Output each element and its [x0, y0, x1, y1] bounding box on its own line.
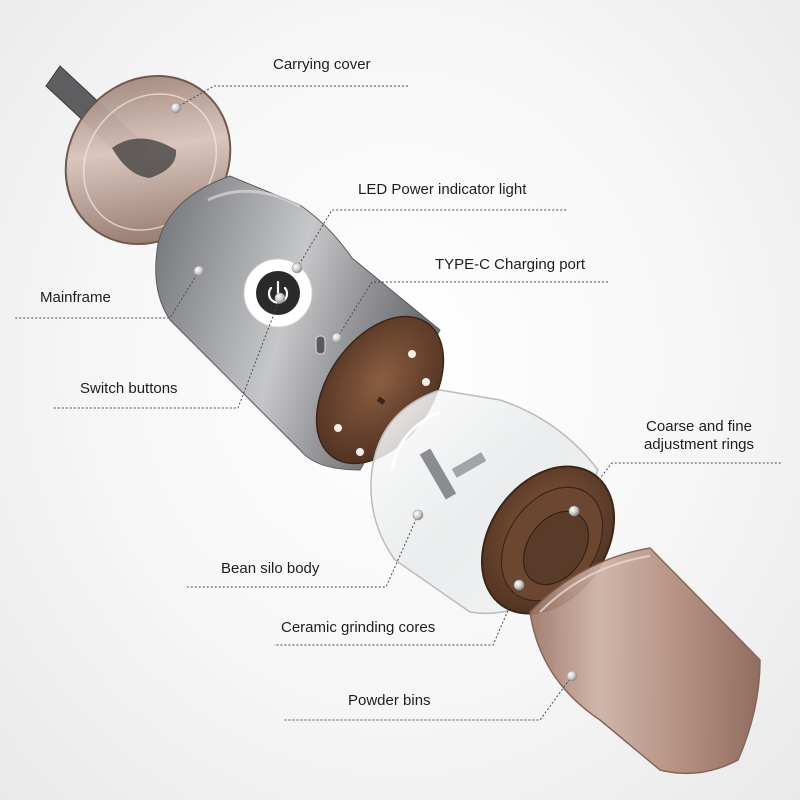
- label-carrying-cover: Carrying cover: [273, 56, 371, 73]
- leader-carrying-cover: [175, 85, 408, 109]
- label-switch-buttons: Switch buttons: [80, 380, 178, 397]
- label-typec-port: TYPE-C Charging port: [435, 256, 586, 273]
- marker-powder-bins: [566, 670, 578, 682]
- label-mainframe: Mainframe: [40, 289, 111, 306]
- marker-bean-silo: [412, 509, 424, 521]
- marker-adjustment-rings: [568, 505, 580, 517]
- leader-powder-bins: [284, 675, 573, 721]
- leader-led-indicator: [296, 209, 568, 269]
- label-powder-bins: Powder bins: [348, 692, 431, 709]
- marker-switch-buttons: [274, 292, 286, 304]
- leader-switch-buttons: [52, 297, 281, 409]
- label-led-indicator: LED Power indicator light: [358, 181, 527, 198]
- marker-mainframe: [193, 265, 205, 277]
- usb-c-port-icon: [315, 335, 326, 355]
- marker-typec-port: [331, 332, 343, 344]
- leader-ceramic-cores: [274, 584, 520, 646]
- marker-led-indicator: [291, 262, 303, 274]
- label-bean-silo-body: Bean silo body: [221, 560, 320, 577]
- label-adjustment-rings: Coarse and fine adjustment rings: [643, 418, 755, 453]
- marker-ceramic-cores: [513, 579, 525, 591]
- powder-bin: [529, 547, 761, 775]
- leader-lines: [14, 85, 782, 721]
- marker-carrying-cover: [170, 102, 182, 114]
- label-ceramic-cores: Ceramic grinding cores: [281, 619, 436, 636]
- leader-bean-silo: [186, 514, 419, 588]
- leader-typec-port: [336, 281, 610, 339]
- leader-adjustment-rings: [573, 462, 782, 512]
